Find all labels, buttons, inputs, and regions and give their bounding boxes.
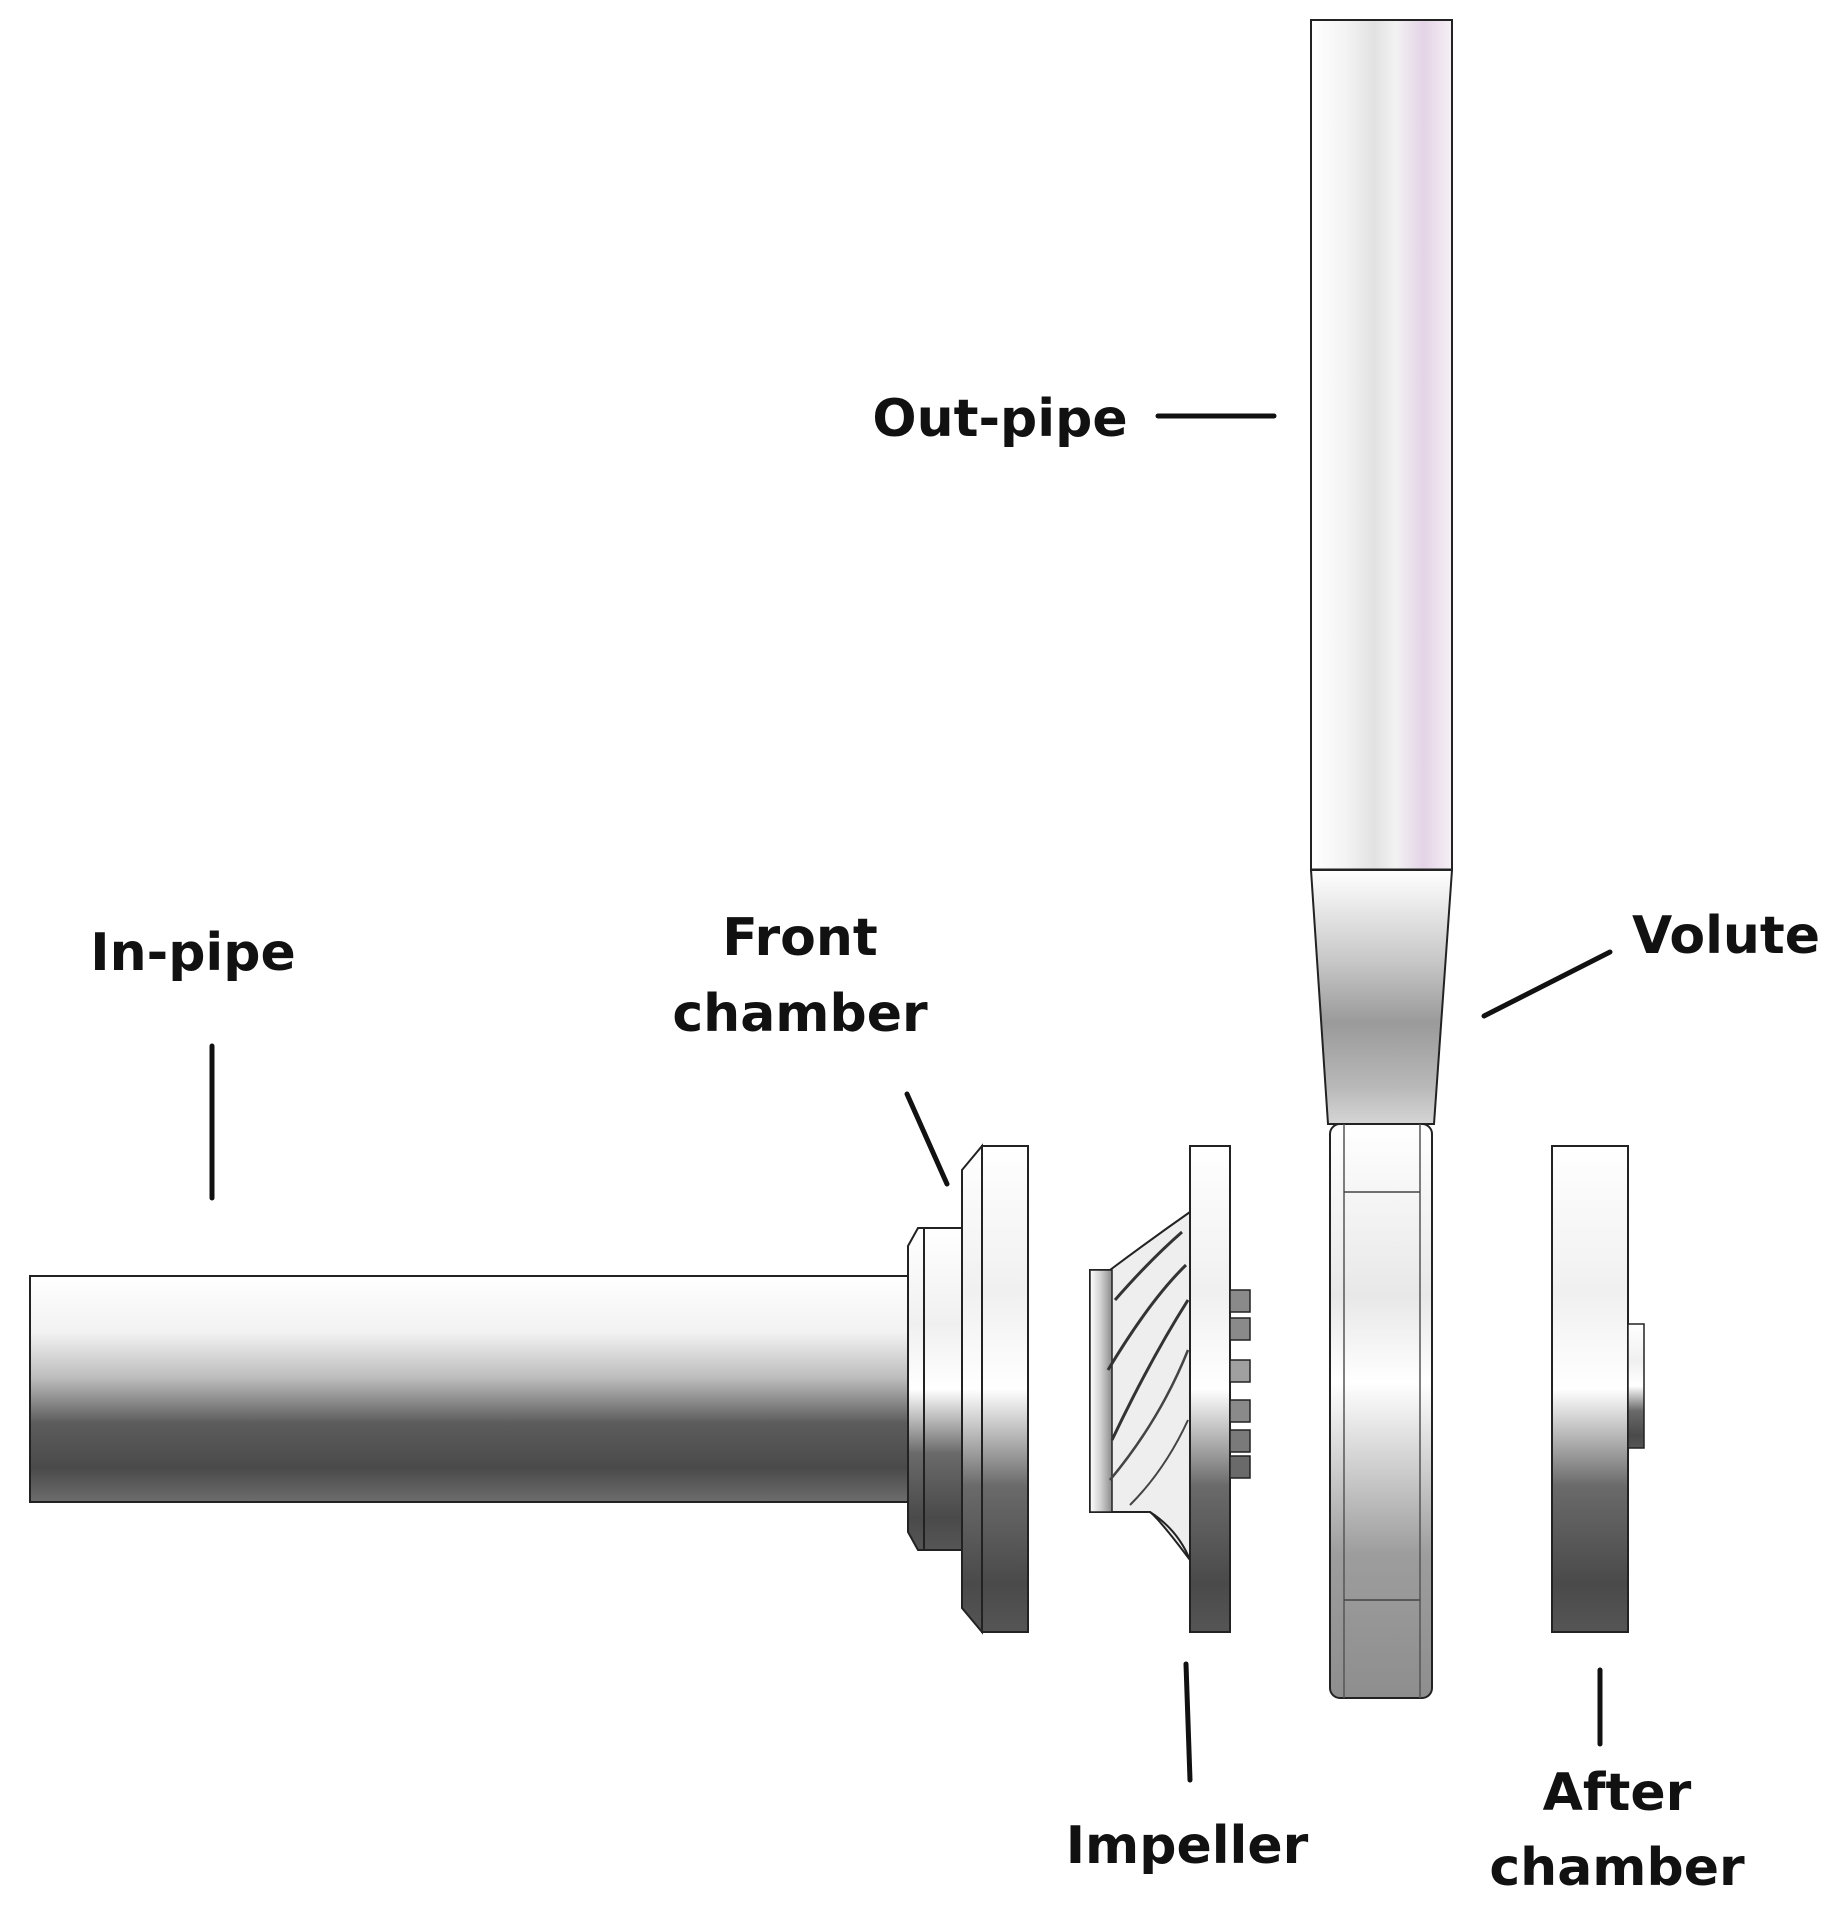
- volute-label: Volute: [1632, 906, 1820, 966]
- after-chamber-part: [1551, 1145, 1645, 1633]
- after-chamber-label-line2: chamber: [1489, 1838, 1745, 1898]
- after-chamber-label-line1: After: [1543, 1763, 1692, 1823]
- impeller-leader: [1183, 1661, 1193, 1783]
- in-pipe-label: In-pipe: [90, 923, 296, 983]
- front-chamber-label-line1: Front: [722, 908, 877, 968]
- volute-part: [1309, 19, 1454, 1699]
- front-chamber-part: [961, 1143, 1029, 1635]
- volute-leader: [1481, 949, 1613, 1019]
- impeller-label: Impeller: [1066, 1816, 1309, 1876]
- front-chamber-label-line2: chamber: [672, 984, 928, 1044]
- in-pipe-part: [29, 1227, 973, 1551]
- out-pipe-label: Out-pipe: [872, 389, 1127, 449]
- front-chamber-leader: [904, 1091, 950, 1187]
- impeller-part: [1089, 1145, 1251, 1633]
